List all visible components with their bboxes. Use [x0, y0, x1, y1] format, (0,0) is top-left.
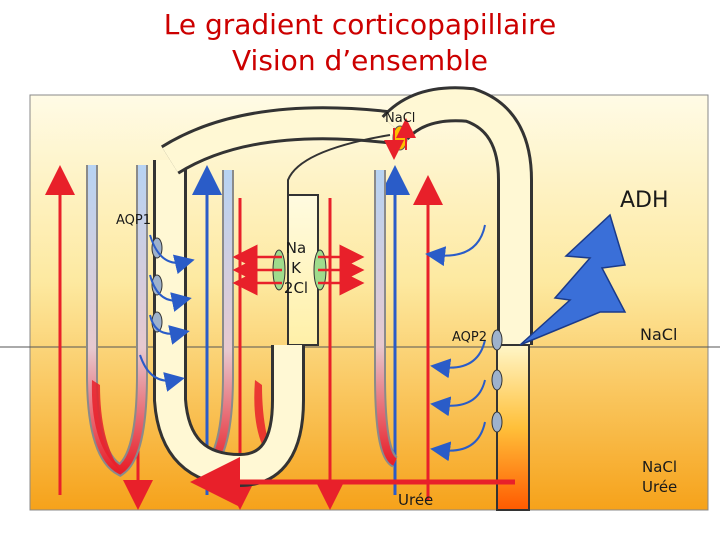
label-nacl-top: NaCl	[385, 111, 415, 126]
label-nacl-mid: NaCl	[640, 325, 677, 344]
macula-densa-transporter	[393, 126, 407, 150]
label-na: Na	[286, 239, 306, 257]
aqp2-channel-2	[492, 370, 502, 390]
label-uree-collecting: Urée	[398, 491, 433, 509]
aqp2-channel-3	[492, 412, 502, 432]
label-uree-right: Urée	[642, 478, 677, 496]
label-nacl-bottom: NaCl	[642, 458, 677, 476]
label-adh: ADH	[620, 188, 669, 213]
label-aqp2: AQP2	[452, 330, 487, 345]
aqp2-channel-1	[492, 330, 502, 350]
collecting-duct	[497, 345, 529, 510]
label-k: K	[291, 259, 302, 277]
label-aqp1: AQP1	[116, 213, 151, 228]
label-2cl: 2Cl	[284, 279, 308, 297]
